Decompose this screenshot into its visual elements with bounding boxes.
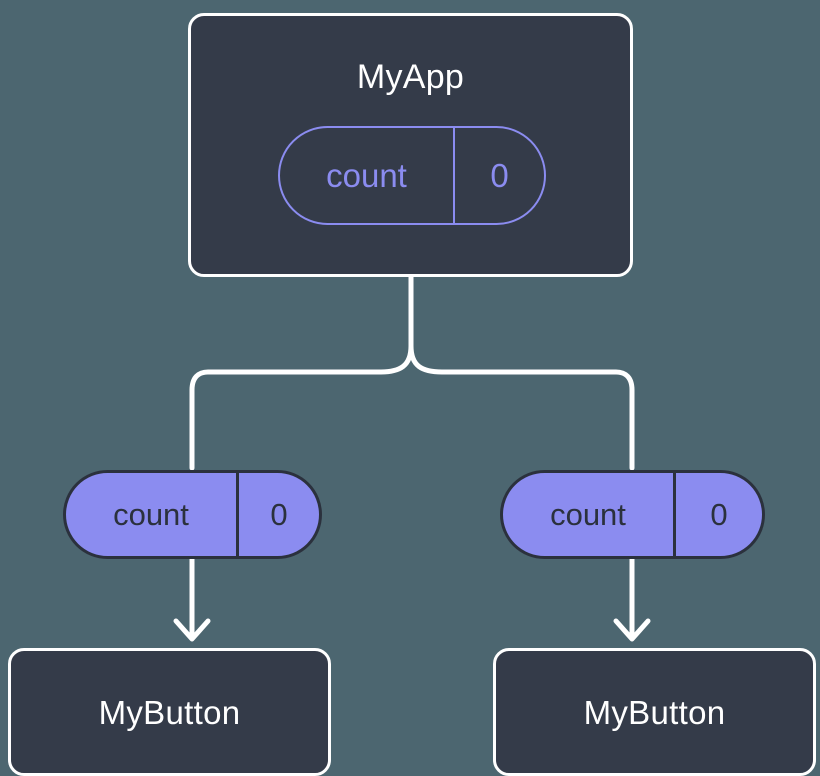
prop-pill-right-key: count: [503, 473, 676, 556]
edge-fork-left: [189, 343, 414, 471]
state-pill-root[interactable]: count 0: [278, 126, 546, 225]
prop-pill-left-key: count: [66, 473, 239, 556]
component-card-mybutton-right[interactable]: MyButton: [493, 648, 816, 776]
state-pill-root-key: count: [280, 128, 455, 223]
edge-arrow-left-head: [173, 618, 211, 642]
component-title-mybutton-right: MyButton: [583, 693, 726, 731]
component-card-mybutton-left[interactable]: MyButton: [8, 648, 331, 776]
prop-pill-right-value: 0: [710, 497, 728, 532]
component-title-myapp: MyApp: [356, 58, 465, 96]
prop-pill-left-value: 0: [270, 497, 288, 532]
prop-pill-left[interactable]: count 0: [63, 470, 322, 559]
edge-fork-right: [408, 343, 635, 471]
prop-pill-right[interactable]: count 0: [500, 470, 765, 559]
state-pill-root-value: 0: [490, 157, 509, 194]
component-title-mybutton-left: MyButton: [98, 693, 241, 731]
edge-arrow-right-head: [613, 618, 651, 642]
